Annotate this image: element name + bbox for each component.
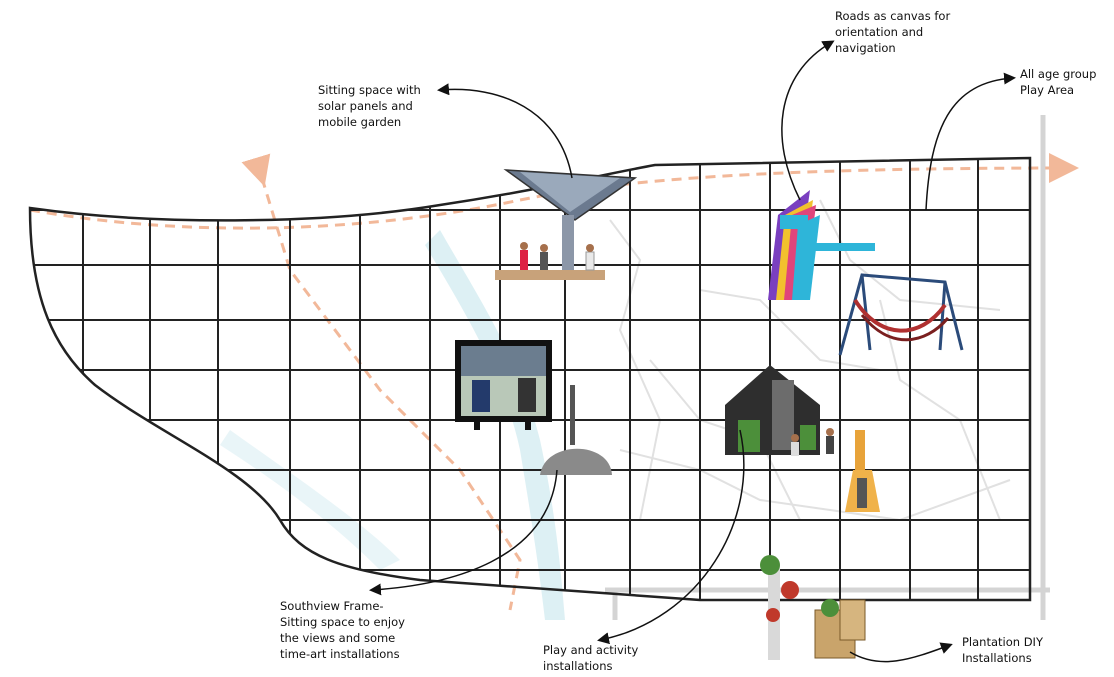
annotation-line: Plantation DIY [962, 634, 1043, 650]
annotation-play-activity: Play and activity installations [543, 642, 638, 674]
annotation-line: Southview Frame- [280, 598, 405, 614]
background-axes [605, 115, 1050, 620]
annotation-roads-canvas: Roads as canvas for orientation and navi… [835, 8, 950, 56]
southview-frame-installation [455, 340, 552, 430]
river-band [425, 230, 565, 620]
annotation-line: installations [543, 658, 638, 674]
annotation-southview-frame: Southview Frame- Sitting space to enjoy … [280, 598, 405, 662]
annotation-line: time-art installations [280, 646, 405, 662]
annotation-line: Play and activity [543, 642, 638, 658]
annotation-line: Installations [962, 650, 1043, 666]
annotation-line: All age group [1020, 66, 1096, 82]
annotation-line: the views and some [280, 630, 405, 646]
annotation-line: Sitting space to enjoy [280, 614, 405, 630]
annotation-plantation-diy: Plantation DIY Installations [962, 634, 1043, 666]
annotation-line: Sitting space with [318, 82, 421, 98]
annotation-sitting-solar: Sitting space with solar panels and mobi… [318, 82, 421, 130]
annotation-line: navigation [835, 40, 950, 56]
annotation-line: mobile garden [318, 114, 421, 130]
annotation-play-area: All age group Play Area [1020, 66, 1096, 98]
annotation-line: Play Area [1020, 82, 1096, 98]
play-house-installation [725, 365, 834, 456]
annotation-line: solar panels and [318, 98, 421, 114]
planter-box-installation [815, 599, 865, 658]
annotation-line: Roads as canvas for [835, 8, 950, 24]
play-frame-installation [840, 275, 962, 355]
annotation-line: orientation and [835, 24, 950, 40]
